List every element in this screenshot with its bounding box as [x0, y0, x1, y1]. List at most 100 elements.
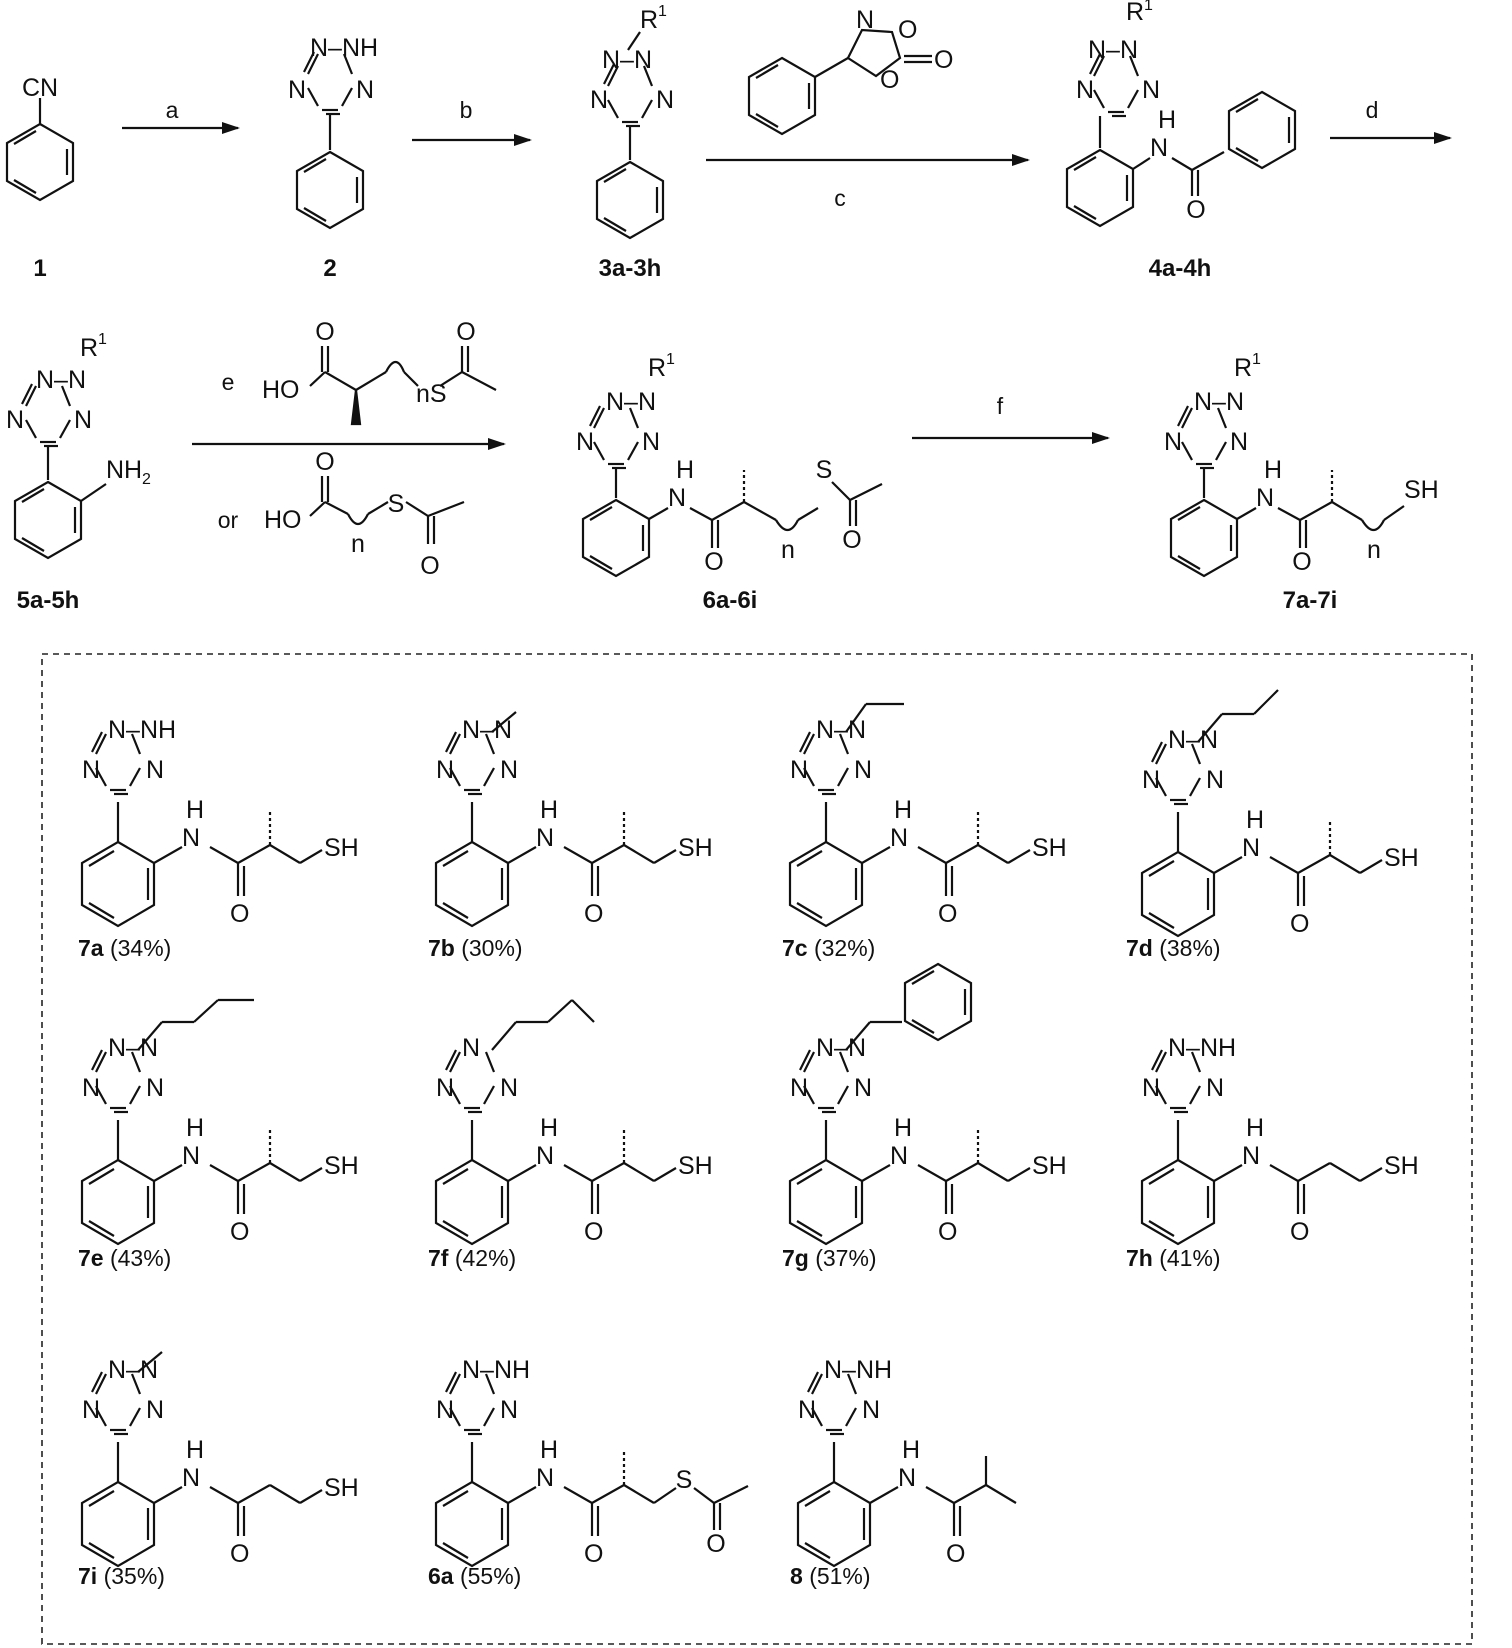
atom-o: O: [938, 1218, 957, 1246]
atom-n: N: [436, 756, 454, 784]
atom-o: O: [315, 448, 334, 476]
atom-n: N: [862, 1396, 880, 1424]
atom-o: O: [230, 900, 249, 928]
atom-n: N: [536, 1464, 554, 1492]
atom-n: N: [1164, 428, 1182, 456]
atom-r: R: [648, 354, 666, 382]
atom-n: N: [6, 406, 24, 434]
atom-r-sup: 1: [1144, 0, 1153, 14]
compound-4-structure: R 1 N–N N N H N O: [1065, 0, 1297, 228]
atom-h: H: [1246, 1114, 1264, 1142]
atom-o: O: [704, 548, 723, 576]
atom-nsub: n: [351, 530, 365, 558]
atom-n: N: [798, 1396, 816, 1424]
atom-n: N: [182, 824, 200, 852]
atom-o: O: [842, 526, 861, 554]
summary-box: [41, 653, 1473, 1645]
atom-n: N: [436, 1396, 454, 1424]
atom-nn: N–N: [108, 1034, 158, 1062]
atom-n: N: [356, 76, 374, 104]
atom-sh: SH: [1032, 1152, 1067, 1180]
atom-r: R: [1234, 354, 1252, 382]
atom-nnh: N–NH: [1168, 1034, 1236, 1062]
atom-n: N: [856, 6, 874, 34]
atom-o: O: [1290, 1218, 1309, 1246]
atom-n: N: [1242, 834, 1260, 862]
atom-n: N: [82, 1074, 100, 1102]
atom-nnh: N–NH: [108, 716, 176, 744]
atom-h: H: [540, 796, 558, 824]
reagent-f: f: [997, 393, 1004, 419]
atom-n: N: [854, 1074, 872, 1102]
compound-2-structure: N–NH N N: [288, 34, 378, 230]
atom-n: N: [854, 756, 872, 784]
compound-caption-7c: 7c (32%): [782, 935, 875, 961]
atom-nh2-sub: 2: [142, 471, 151, 488]
atom-s: S: [816, 456, 833, 484]
atom-o: O: [934, 46, 953, 74]
atom-n: N: [890, 824, 908, 852]
atom-n: N: [898, 1464, 916, 1492]
atom-o: O: [230, 1218, 249, 1246]
atom-n: N: [82, 1396, 100, 1424]
atom-r: R: [640, 6, 658, 34]
atom-o: O: [1186, 196, 1205, 224]
atom-s: S: [388, 490, 405, 518]
structure-7i: N–N N N H N O SH: [80, 1351, 359, 1568]
compound-caption-7a: 7a (34%): [78, 935, 171, 961]
atom-sh: SH: [324, 834, 359, 862]
compound-caption-7e: 7e (43%): [78, 1245, 171, 1271]
compound-caption-7g: 7g (37%): [782, 1245, 877, 1271]
atom-n: N: [1230, 428, 1248, 456]
reagent-d: d: [1366, 97, 1379, 123]
atom-h: H: [1264, 456, 1282, 484]
compound-label-1: 1: [33, 255, 46, 282]
atom-n: N: [890, 1142, 908, 1170]
structure-7g: N–N N N H N O SH: [788, 962, 1067, 1246]
atom-n: N: [1142, 1074, 1160, 1102]
compound-label-7a-7i: 7a-7i: [1283, 587, 1338, 614]
atom-n: N: [182, 1142, 200, 1170]
compound-label-2: 2: [323, 255, 336, 282]
atom-n: N: [1242, 1142, 1260, 1170]
atom-n: N: [1142, 766, 1160, 794]
atom-sh: SH: [678, 1152, 713, 1180]
atom-ns: nS: [416, 380, 447, 408]
atom-n: N: [576, 428, 594, 456]
compound-6-structure: R 1 N–N N N H N O n S O: [576, 351, 883, 578]
atom-n: N: [642, 428, 660, 456]
atom-n: N: [146, 1396, 164, 1424]
structure-7b: N–N N N H N O SH: [434, 711, 713, 928]
atom-r: R: [80, 334, 98, 362]
reagent-e-structure: [309, 346, 497, 426]
atom-n: N: [500, 1396, 518, 1424]
atom-sh: SH: [1384, 1152, 1419, 1180]
atom-o: O: [456, 318, 475, 346]
compound-label-4a-4h: 4a-4h: [1149, 255, 1212, 282]
compound-caption-6a: 6a (55%): [428, 1563, 521, 1589]
atom-o: O: [946, 1540, 965, 1568]
reagent-e-alt-structure: [309, 476, 465, 544]
structure-7d: N–N N N H N O SH: [1140, 689, 1419, 938]
atom-n: N: [500, 1074, 518, 1102]
atom-nsub: n: [781, 536, 795, 564]
atom-nsub: n: [1367, 536, 1381, 564]
atom-n: N: [1150, 134, 1168, 162]
atom-h: H: [186, 796, 204, 824]
atom-r: R: [1126, 0, 1144, 26]
atom-n: N: [656, 86, 674, 114]
atom-n: N: [288, 76, 306, 104]
reagent-a: a: [166, 97, 179, 123]
atom-o: O: [584, 1540, 603, 1568]
atom-o: O: [1292, 548, 1311, 576]
compound-7-structure: R 1 N–N N N H N O n SH: [1164, 351, 1439, 578]
compound-3-structure: R 1 N–N N N: [590, 3, 674, 240]
oxadiazolone-reagent: N O O O: [747, 6, 953, 136]
atom-nn: N–N: [1168, 726, 1218, 754]
atom-n: N: [668, 484, 686, 512]
atom-nn: N–N: [108, 1356, 158, 1384]
compound-caption-8: 8 (51%): [790, 1563, 871, 1589]
atom-o: O: [1290, 910, 1309, 938]
atom-h: H: [186, 1436, 204, 1464]
atom-nnh: N–NH: [824, 1356, 892, 1384]
